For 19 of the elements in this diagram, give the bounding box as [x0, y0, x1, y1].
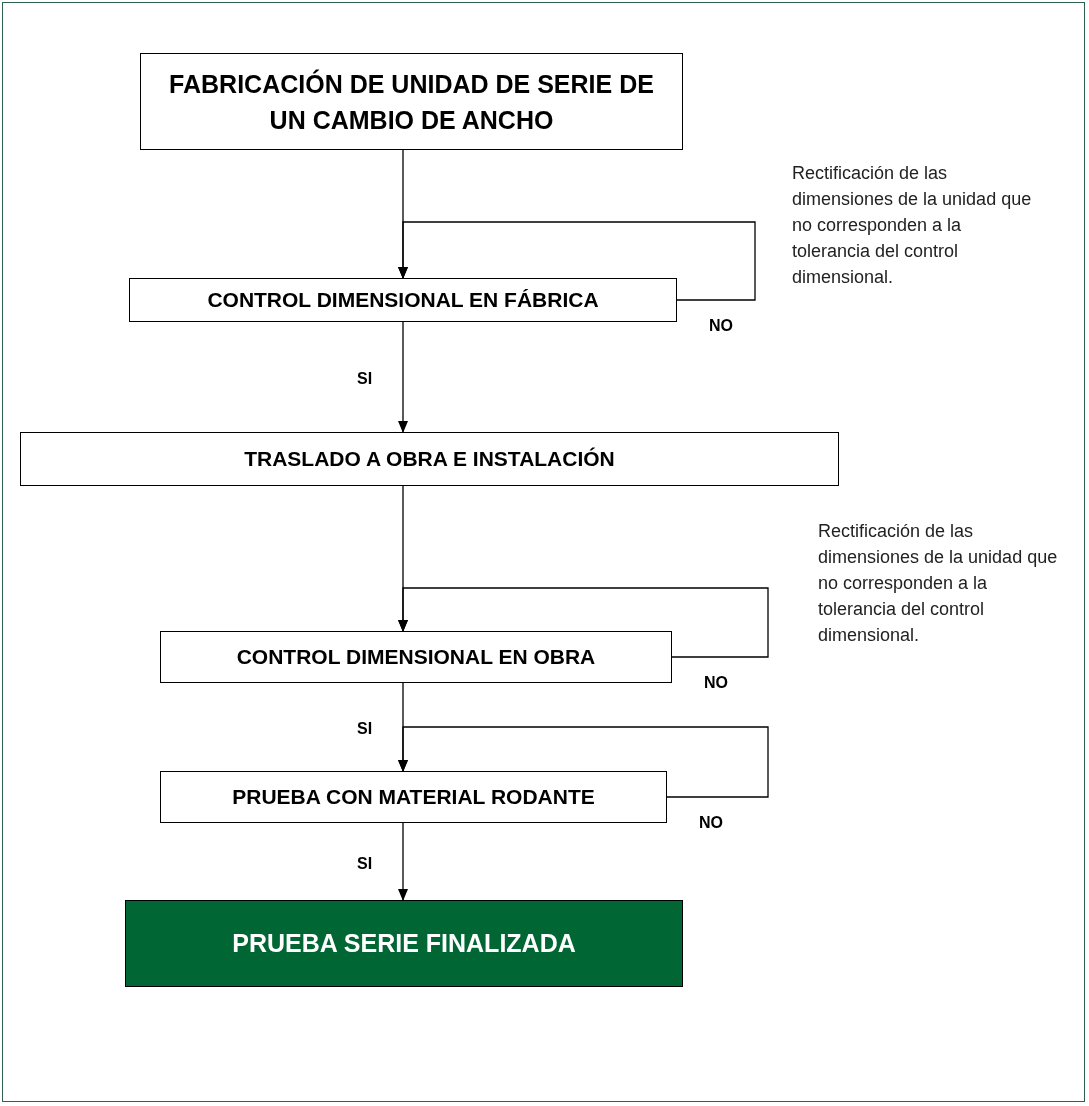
edge-label: SI — [355, 721, 375, 737]
arrow — [398, 822, 408, 901]
arrow — [398, 221, 756, 301]
process-box: CONTROL DIMENSIONAL EN FÁBRICA — [129, 278, 677, 322]
process-box: TRASLADO A OBRA E INSTALACIÓN — [20, 432, 839, 486]
arrow — [398, 321, 408, 433]
edge-label: NO — [697, 815, 725, 831]
edge-label: SI — [355, 371, 375, 387]
note-text: Rectificación de las dimensiones de la unidad que no corresponden a la tolerancia del control dimensional. — [818, 520, 1058, 647]
process-box: FABRICACIÓN DE UNIDAD DE SERIE DE UN CAMBIO DE ANCHO — [140, 53, 683, 150]
end-box: PRUEBA SERIE FINALIZADA — [125, 900, 683, 987]
edge-label: SI — [355, 855, 375, 872]
edge-label: NO — [707, 318, 735, 334]
arrow — [398, 726, 769, 798]
edge-label: NO — [702, 675, 730, 691]
process-box: PRUEBA CON MATERIAL RODANTE — [160, 771, 667, 823]
process-box: CONTROL DIMENSIONAL EN OBRA — [160, 631, 672, 683]
note-text: Rectificación de las dimensiones de la unidad que no corresponden a la tolerancia del control dimensional. — [792, 162, 1032, 289]
arrow — [398, 587, 769, 658]
